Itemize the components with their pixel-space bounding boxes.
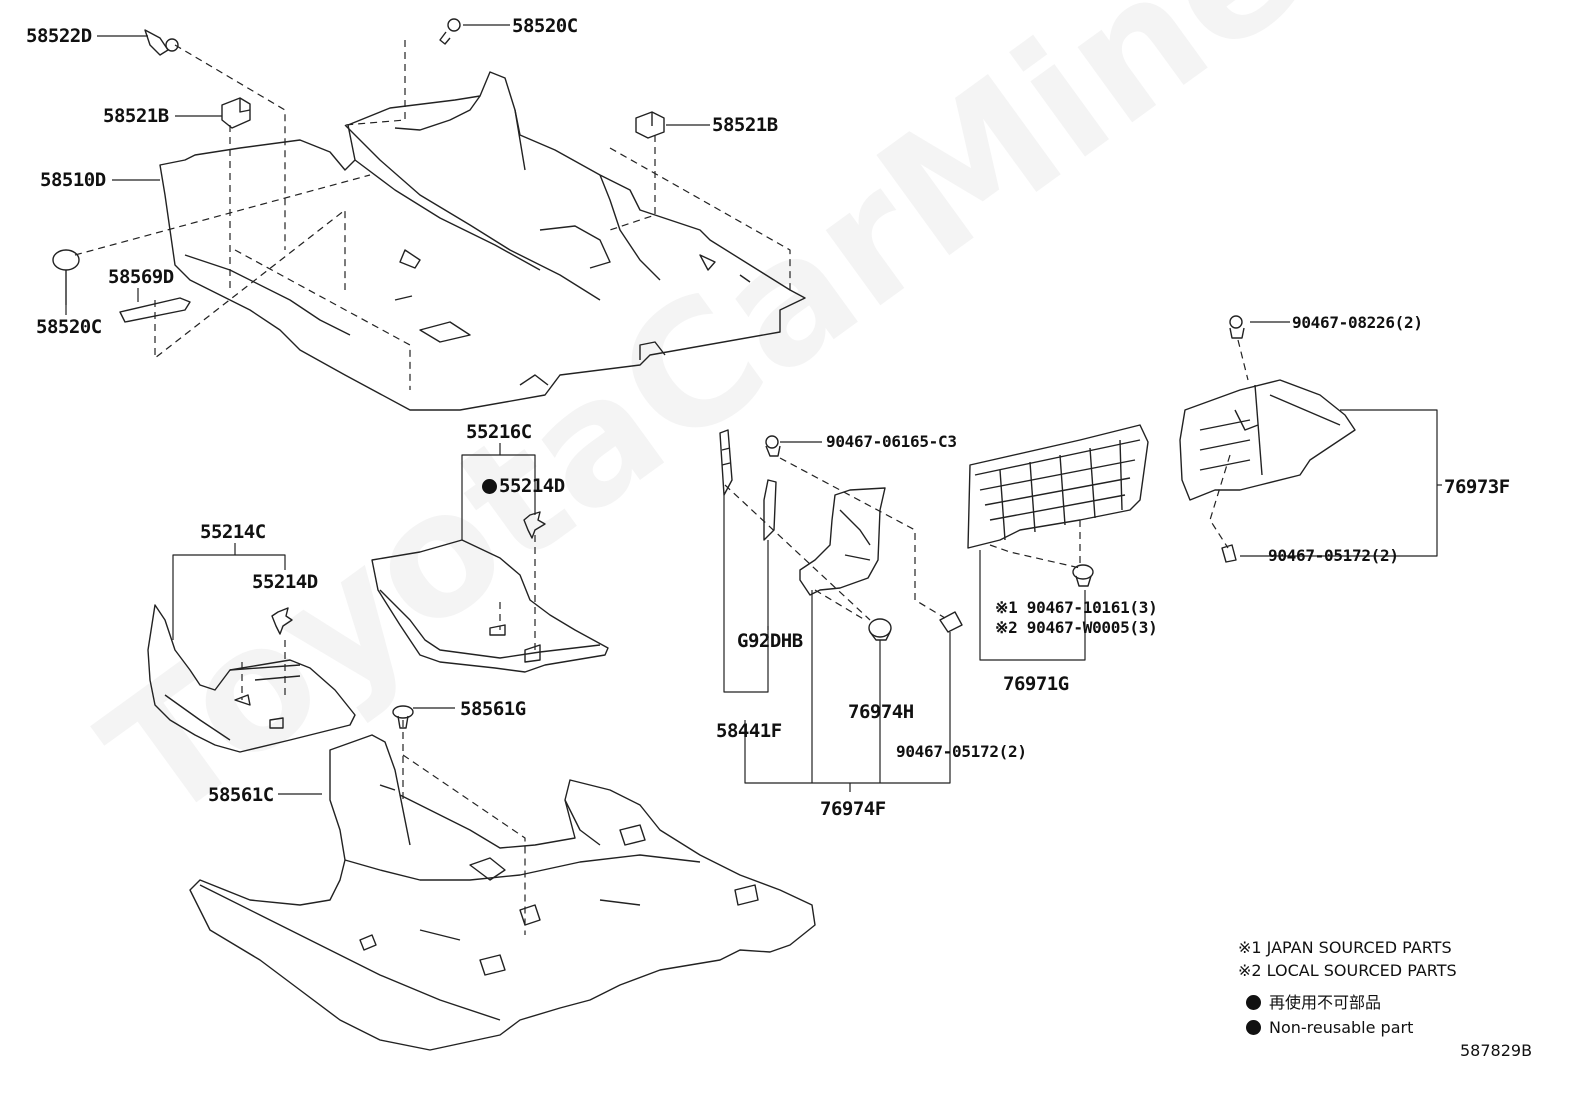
label-58561G: 58561G — [460, 698, 526, 720]
label-58441F: 58441F — [716, 720, 782, 742]
clip-90467-06165-C3 — [765, 435, 781, 457]
label-55214D-left: 55214D — [252, 571, 318, 593]
legend-non-reusable-en: Non-reusable part — [1246, 1020, 1413, 1036]
floor-mat-55214C — [147, 604, 356, 753]
floor-mat-55216C — [371, 539, 609, 673]
clip-58522D — [144, 29, 179, 56]
scuff-plate-G92DHB — [763, 479, 777, 541]
strip-58569D — [119, 297, 191, 323]
figure-id: 587829B — [1460, 1041, 1533, 1060]
label-58522D: 58522D — [26, 25, 92, 47]
label-90467-05172-right: 90467-05172(2) — [1268, 546, 1399, 565]
solid-leader-lines — [65, 24, 1442, 795]
trim-76971G — [967, 424, 1149, 549]
label-90467-W0005: ※2 90467-W0005(3) — [995, 618, 1158, 637]
clip-90467-10161 — [1072, 564, 1094, 587]
legend-japan-sourced: ※1 JAPAN SOURCED PARTS — [1238, 938, 1452, 957]
clip-58521B-left — [221, 97, 251, 129]
label-90467-10161: ※1 90467-10161(3) — [995, 598, 1158, 617]
label-G92DHB: G92DHB — [737, 630, 803, 652]
label-58521B-right: 58521B — [712, 114, 778, 136]
legend-dot-icon — [1246, 995, 1261, 1010]
label-76971G: 76971G — [1003, 673, 1069, 695]
legend-dot-icon — [1246, 1020, 1261, 1035]
clip-55214D-left — [271, 607, 293, 635]
label-58520C-left: 58520C — [36, 316, 102, 338]
legend-non-reusable-jp: 再使用不可部品 — [1246, 995, 1381, 1011]
floor-carpet-front-part — [159, 71, 806, 411]
clip-90467-05172-right — [1221, 544, 1237, 563]
scuff-plate-58441F — [719, 429, 733, 496]
trim-76974H — [799, 487, 886, 596]
label-76973F: 76973F — [1444, 476, 1510, 498]
screw-58520C-top — [439, 18, 461, 45]
clip-90467-05172-mid — [939, 611, 963, 633]
label-55214D-top: 55214D — [482, 477, 565, 496]
label-58521B-left: 58521B — [103, 105, 169, 127]
leader-lines-top — [74, 40, 791, 390]
trim-76973F — [1179, 379, 1356, 501]
label-58510D: 58510D — [40, 169, 106, 191]
non-reusable-dot — [482, 479, 497, 494]
clip-90467-08226 — [1229, 315, 1245, 339]
label-90467-05172-mid: 90467-05172(2) — [896, 742, 1027, 761]
label-55214C: 55214C — [200, 521, 266, 543]
clip-58521B-right — [635, 111, 665, 139]
label-55216C: 55216C — [466, 421, 532, 443]
label-58569D: 58569D — [108, 266, 174, 288]
label-76974F: 76974F — [820, 798, 886, 820]
label-90467-06165-C3: 90467-06165-C3 — [826, 432, 957, 451]
clip-55214D-top — [523, 511, 546, 539]
clip-58520C-left — [52, 249, 80, 305]
label-58561C: 58561C — [208, 784, 274, 806]
clip-58561G — [392, 705, 414, 729]
floor-carpet-main-58561C — [189, 734, 816, 1051]
legend-local-sourced: ※2 LOCAL SOURCED PARTS — [1238, 961, 1457, 980]
label-58520C-top: 58520C — [512, 15, 578, 37]
label-76974H: 76974H — [848, 701, 914, 723]
clip-76974H — [868, 618, 892, 641]
label-90467-08226: 90467-08226(2) — [1292, 313, 1423, 332]
